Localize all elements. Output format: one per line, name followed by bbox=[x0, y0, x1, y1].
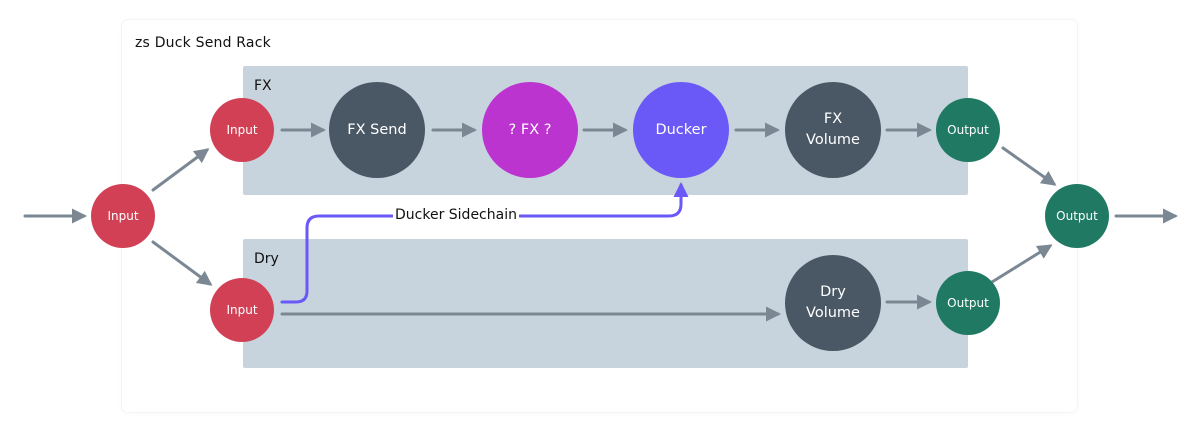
ducker-node[interactable]: Ducker bbox=[633, 82, 729, 178]
dry-input-node[interactable]: Input bbox=[210, 278, 274, 342]
dry-group-label: Dry bbox=[254, 251, 279, 267]
fx-volume-node[interactable]: FX Volume bbox=[785, 82, 881, 178]
fx-send-node[interactable]: FX Send bbox=[329, 82, 425, 178]
arrow-input-to-fx-input bbox=[151, 148, 210, 192]
fx-volume-label: FX Volume bbox=[806, 111, 860, 148]
arrow-dry-output-to-main-output bbox=[990, 244, 1053, 284]
fx-plugin-label: ? FX ? bbox=[508, 122, 552, 138]
fx-output-node[interactable]: Output bbox=[936, 98, 1000, 162]
main-input-node[interactable]: Input bbox=[91, 184, 155, 248]
sidechain-wire bbox=[280, 182, 689, 304]
ducker-label: Ducker bbox=[655, 122, 707, 138]
dry-volume-node[interactable]: Dry Volume bbox=[785, 255, 881, 351]
fx-group-label: FX bbox=[254, 78, 272, 94]
fx-plugin-node[interactable]: ? FX ? bbox=[482, 82, 578, 178]
fx-output-label: Output bbox=[947, 123, 989, 137]
fx-input-node[interactable]: Input bbox=[210, 98, 274, 162]
dry-output-label: Output bbox=[947, 296, 989, 310]
fx-send-label: FX Send bbox=[347, 121, 407, 138]
dry-volume-label: Dry Volume bbox=[806, 284, 860, 321]
main-output-node[interactable]: Output bbox=[1045, 184, 1109, 248]
main-input-label: Input bbox=[107, 209, 139, 223]
main-output-label: Output bbox=[1056, 209, 1098, 223]
sidechain-label: Ducker Sidechain bbox=[393, 207, 519, 223]
rack-title: zs Duck Send Rack bbox=[135, 35, 271, 51]
arrow-fx-output-to-main-output bbox=[1001, 146, 1057, 186]
arrow-input-to-dry-input bbox=[151, 240, 213, 286]
dry-output-node[interactable]: Output bbox=[936, 271, 1000, 335]
fx-input-label: Input bbox=[226, 123, 258, 137]
dry-input-label: Input bbox=[226, 303, 258, 317]
